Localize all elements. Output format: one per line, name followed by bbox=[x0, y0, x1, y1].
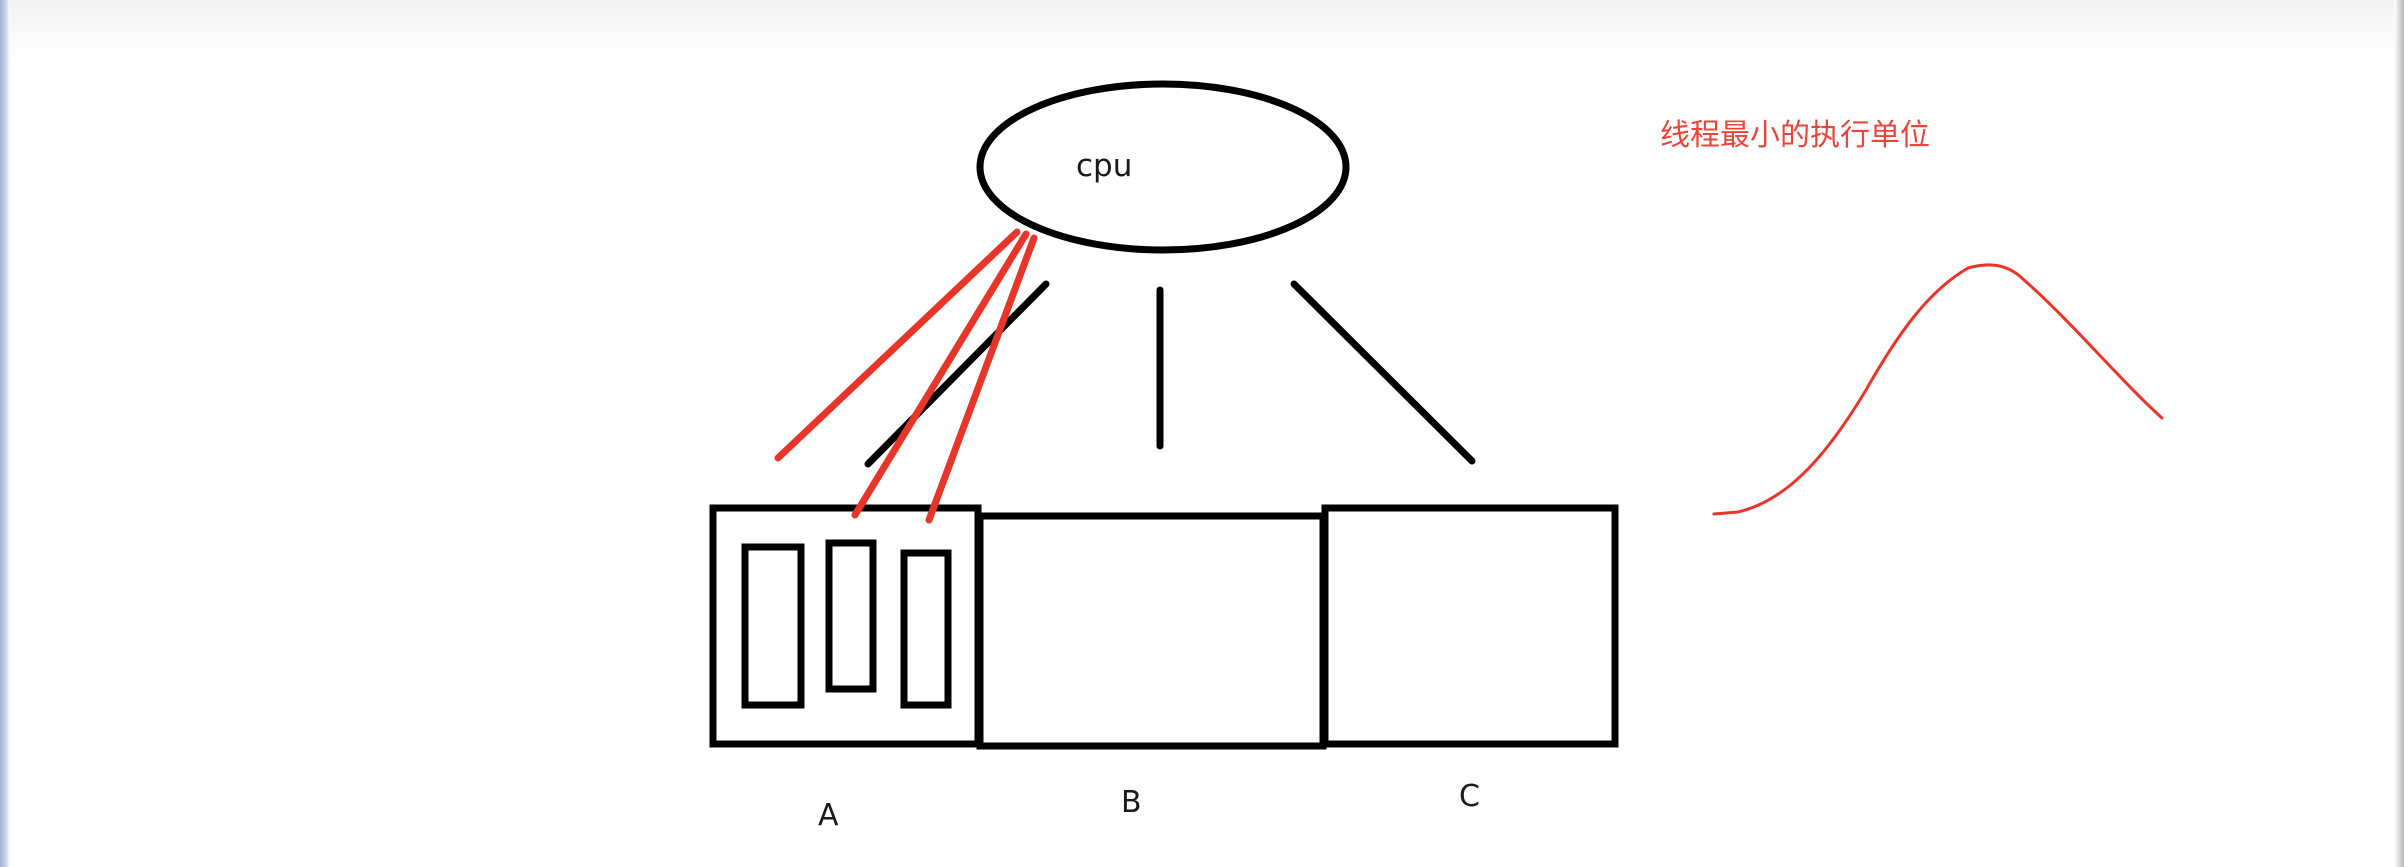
process-box-c bbox=[1321, 504, 1619, 748]
cpu-ellipse bbox=[976, 80, 1350, 254]
thread-line-red-3 bbox=[925, 234, 1038, 524]
connector-line-a bbox=[864, 280, 1050, 468]
thread-line-red-1 bbox=[774, 228, 1021, 462]
process-label-a: A bbox=[818, 798, 839, 833]
thread-line-red-2 bbox=[851, 230, 1030, 519]
process-label-b: B bbox=[1121, 785, 1142, 820]
connector-line-c bbox=[1290, 280, 1476, 465]
thread-box-3 bbox=[900, 549, 952, 709]
process-label-c: C bbox=[1459, 779, 1480, 814]
thread-box-2 bbox=[825, 539, 877, 693]
window-top-shadow bbox=[0, 0, 2404, 62]
thread-box-1 bbox=[741, 543, 805, 709]
window-left-edge bbox=[0, 0, 10, 867]
thread-note: 线程最小的执行单位 bbox=[1660, 118, 1930, 153]
window-right-edge bbox=[2394, 0, 2404, 867]
red-wave-curve bbox=[1712, 263, 2164, 516]
process-box-b bbox=[976, 512, 1327, 750]
cpu-label: cpu bbox=[1076, 148, 1133, 184]
